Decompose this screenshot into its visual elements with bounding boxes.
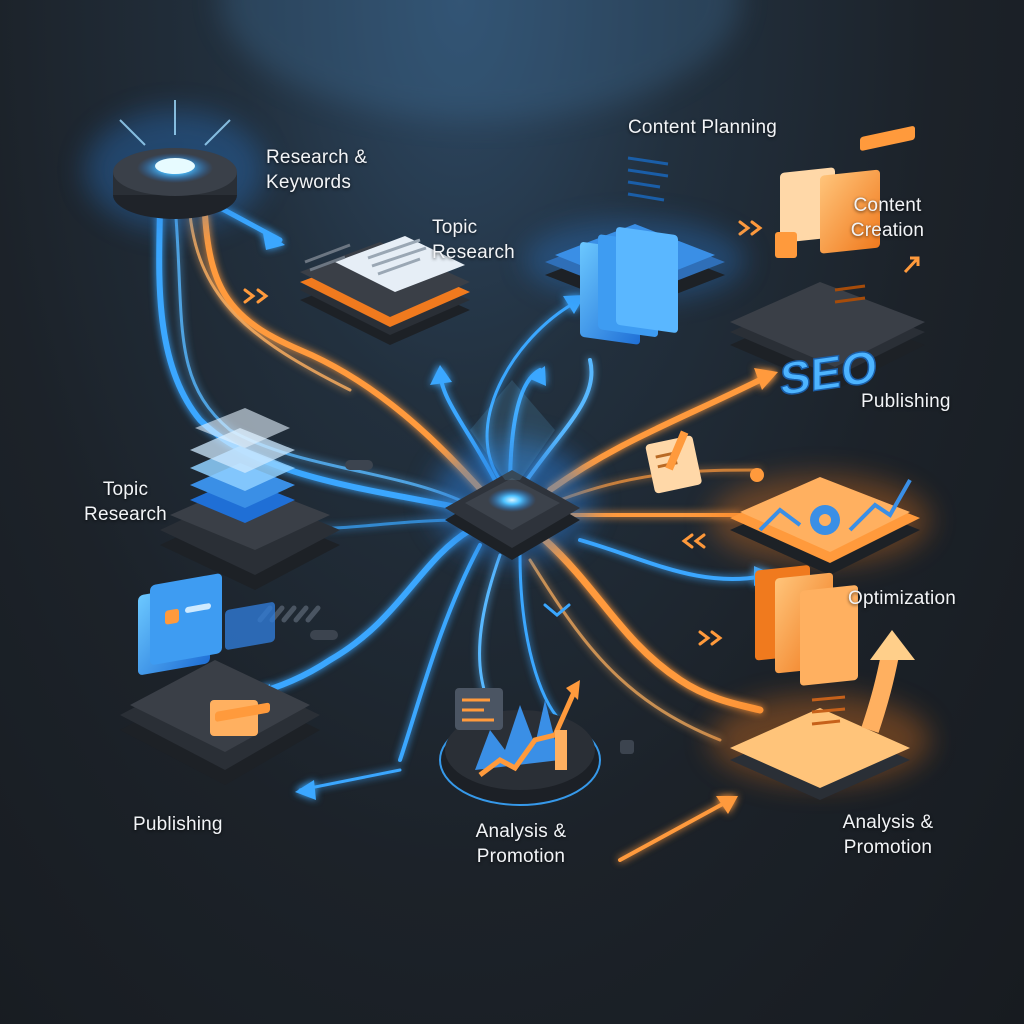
label-line: Publishing [133, 814, 223, 835]
chevron-icon [738, 220, 763, 236]
label-line: Analysis & [842, 812, 934, 833]
label-line: Topic [102, 479, 149, 500]
arrowhead-blue [430, 365, 452, 385]
label-line: Optimization [848, 588, 956, 609]
start-node [85, 100, 265, 230]
arrowhead-orange [716, 796, 738, 814]
chevron-icon [681, 533, 706, 549]
central-hub [432, 380, 592, 560]
analysis-platform-center [439, 680, 601, 806]
label-line: Promotion [843, 837, 933, 858]
label-line: Creation [850, 220, 925, 241]
arrowhead-blue [295, 780, 316, 800]
layered-cards-platform [160, 408, 340, 590]
label-line: Research [432, 242, 515, 263]
content-creation-icon [775, 126, 920, 304]
dashboard-panel-icon [138, 573, 275, 736]
growth-chart-icon [455, 680, 580, 777]
label-topic-research-top: Topic Research [432, 215, 515, 265]
pencil-note-icon [645, 430, 702, 494]
flow-line-blue [247, 527, 473, 698]
document-card-icon [335, 236, 465, 292]
central-hub-icon [488, 488, 536, 512]
arrowhead-blue [262, 228, 285, 250]
layered-cards-icon [190, 408, 295, 523]
label-line: Publishing [861, 391, 951, 412]
label-research-keywords: Research & Keywords [266, 145, 367, 195]
label-line: Content [853, 195, 922, 216]
label-content-planning: Content Planning [628, 115, 777, 140]
label-publishing-left: Publishing [133, 812, 223, 837]
flow-line-orange [188, 213, 352, 392]
label-analysis-right: Analysis & Promotion [832, 810, 944, 860]
label-optimization: Optimization [848, 586, 956, 611]
flow-line-orange [541, 536, 764, 714]
glowing-start-node-icon [155, 158, 195, 174]
label-line: Research [84, 504, 167, 525]
label-analysis-center: Analysis & Promotion [465, 819, 577, 869]
label-line: Research & [266, 147, 368, 168]
arrowhead-orange [754, 368, 778, 390]
label-content-creation: Content Creation [840, 193, 935, 243]
chevron-icon [243, 288, 269, 304]
flow-line-orange [618, 798, 732, 862]
content-creation-platform [730, 126, 925, 390]
flow-line-blue [156, 197, 483, 515]
flow-line-blue [518, 553, 562, 722]
orange-documents-arrow-icon [755, 565, 915, 733]
label-line: Keywords [266, 172, 352, 193]
chevron-markers [243, 220, 763, 646]
flow-line-orange [528, 558, 722, 742]
seo-platform: SEO [710, 339, 930, 575]
flow-line-blue [298, 768, 402, 792]
topic-research-platform [300, 236, 470, 345]
label-line: Promotion [476, 846, 566, 867]
flow-line-blue [578, 538, 772, 582]
analysis-platform-right [710, 565, 930, 800]
label-line: Analysis & [475, 821, 567, 842]
arrowhead-blue [528, 366, 546, 386]
decorative-dots [310, 460, 634, 754]
stacked-documents-icon [580, 156, 678, 345]
chevron-icon [698, 630, 723, 646]
arrowhead-blue [563, 295, 585, 314]
label-topic-research-left: Topic Research [78, 477, 173, 527]
label-publishing-right: Publishing [861, 389, 951, 414]
flow-line-blue [398, 543, 482, 762]
label-line: Content Planning [628, 117, 777, 138]
flow-line-orange [202, 212, 493, 503]
content-planning-platform [525, 156, 745, 345]
label-line: Topic [432, 217, 478, 238]
publishing-platform [120, 573, 320, 785]
chevron-icon [543, 603, 571, 617]
